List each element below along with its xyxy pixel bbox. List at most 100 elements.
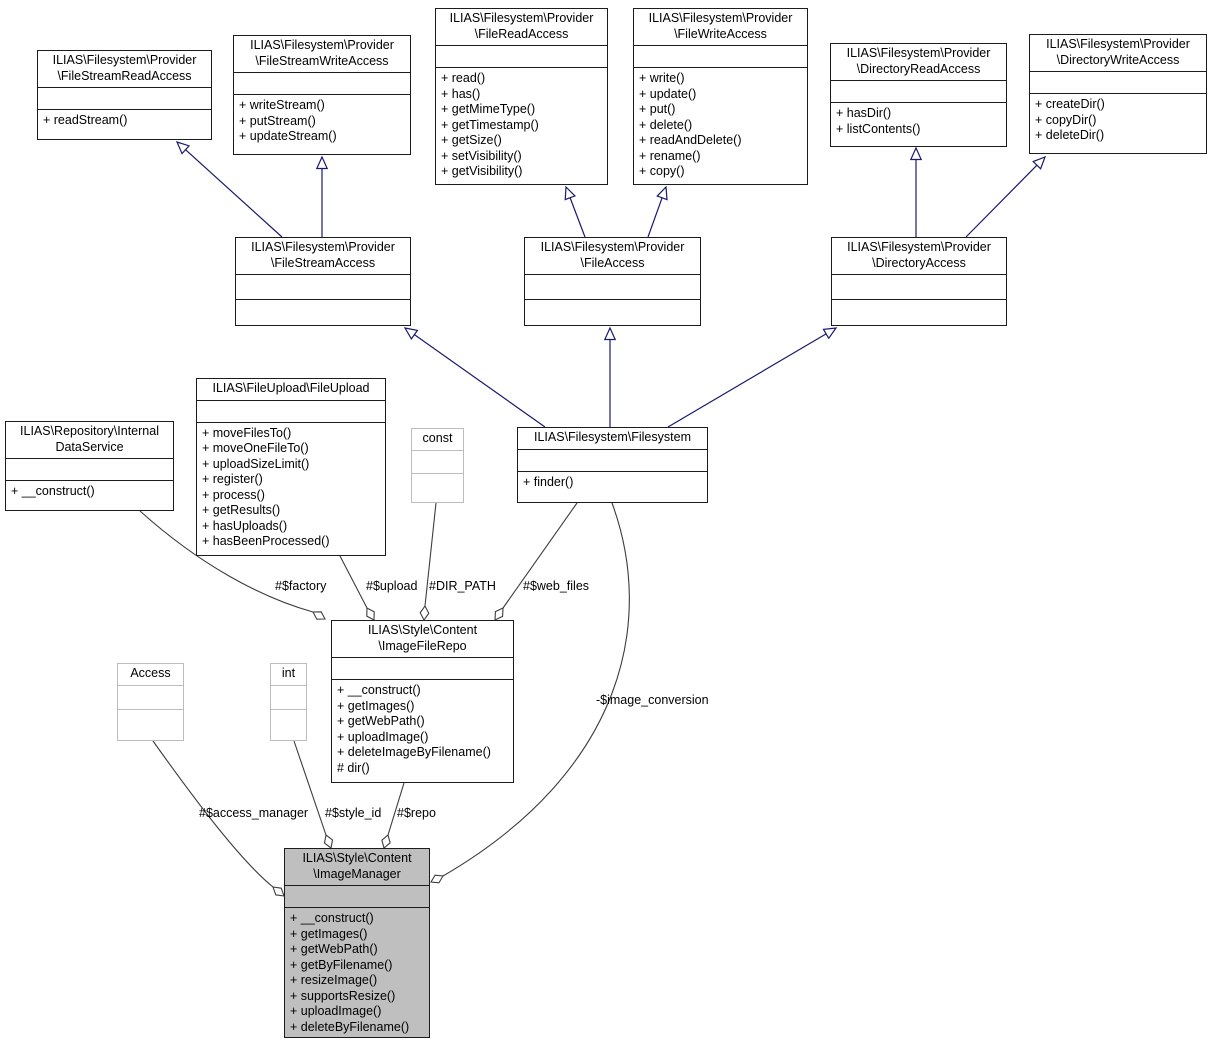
- class-title-line: Access: [130, 666, 171, 680]
- class-method: + getMimeType(): [441, 102, 536, 116]
- class-title-line: \FileStreamWriteAccess: [255, 53, 389, 68]
- class-method: + listContents(): [836, 121, 921, 136]
- class-methods: + hasDir()+ listContents(): [831, 102, 1006, 146]
- class-methods: + moveFilesTo()+ moveOneFileTo()+ upload…: [197, 421, 385, 556]
- class-methods: + writeStream()+ putStream()+ updateStre…: [234, 94, 410, 154]
- class-methods: + __construct()+ getImages()+ getWebPath…: [332, 679, 513, 782]
- class-attributes: [634, 45, 807, 67]
- edge-label-access-manager: #$access_manager: [199, 806, 309, 820]
- class-attributes: [525, 274, 700, 299]
- class-methods: + finder(): [518, 470, 707, 503]
- class-attributes: [118, 684, 183, 710]
- class-title-line: \DirectoryReadAccess: [856, 61, 981, 76]
- class-int: int: [270, 663, 307, 741]
- class-directory-read-access[interactable]: ILIAS\Filesystem\Provider\DirectoryReadA…: [830, 43, 1007, 147]
- class-methods: [236, 299, 410, 325]
- class-file-upload[interactable]: ILIAS\FileUpload\FileUpload + moveFilesT…: [196, 378, 386, 556]
- class-directory-access[interactable]: ILIAS\Filesystem\Provider\DirectoryAcces…: [831, 237, 1007, 326]
- class-file-write-access[interactable]: ILIAS\Filesystem\Provider\FileWriteAcces…: [633, 8, 808, 185]
- class-file-stream-access[interactable]: ILIAS\Filesystem\Provider\FileStreamAcce…: [235, 237, 411, 326]
- class-title: ILIAS\FileUpload\FileUpload: [197, 379, 385, 400]
- class-attributes: [412, 449, 463, 473]
- class-attributes: [234, 72, 410, 94]
- class-title-line: ILIAS\Style\Content: [302, 851, 412, 865]
- class-title: ILIAS\Filesystem\Provider\DirectoryAcces…: [832, 238, 1006, 274]
- class-method: + readStream(): [43, 113, 128, 127]
- class-directory-write-access[interactable]: ILIAS\Filesystem\Provider\DirectoryWrite…: [1029, 34, 1207, 154]
- class-file-read-access[interactable]: ILIAS\Filesystem\Provider\FileReadAccess…: [435, 8, 608, 185]
- edge-label-dir-path: #DIR_PATH: [429, 579, 496, 593]
- class-method: + getWebPath(): [337, 714, 425, 728]
- class-title-line: ILIAS\Filesystem\Provider: [648, 11, 793, 25]
- class-title-line: \FileReadAccess: [474, 26, 569, 41]
- class-method: + getSize(): [441, 133, 502, 147]
- class-title: int: [271, 664, 306, 685]
- class-method: + getImages(): [290, 926, 368, 941]
- class-methods: + read()+ has()+ getMimeType()+ getTimes…: [436, 67, 607, 184]
- class-title-line: \DirectoryWriteAccess: [1056, 52, 1180, 67]
- class-title-line: \FileWriteAccess: [674, 26, 767, 41]
- class-file-access[interactable]: ILIAS\Filesystem\Provider\FileAccess: [524, 237, 701, 326]
- class-file-stream-read-access[interactable]: ILIAS\Filesystem\Provider\FileStreamRead…: [37, 50, 212, 140]
- class-title-line: \FileAccess: [580, 255, 645, 270]
- class-file-stream-write-access[interactable]: ILIAS\Filesystem\Provider\FileStreamWrit…: [233, 35, 411, 155]
- class-attributes: [436, 45, 607, 67]
- class-method: + rename(): [639, 148, 701, 163]
- class-method: + updateStream(): [239, 129, 337, 143]
- class-title-line: ILIAS\Filesystem\Filesystem: [534, 430, 691, 444]
- class-method: + finder(): [523, 474, 574, 489]
- class-method: # dir(): [337, 760, 370, 775]
- class-title-line: ILIAS\Filesystem\Provider: [847, 240, 991, 254]
- class-method: + put(): [639, 102, 676, 116]
- class-method: + deleteByFilename(): [290, 1019, 410, 1034]
- class-title-line: ILIAS\Filesystem\Provider: [250, 38, 394, 52]
- class-access: Access: [117, 663, 184, 741]
- edge-label-factory: #$factory: [275, 579, 327, 593]
- class-title-line: ILIAS\Filesystem\Provider: [52, 53, 197, 67]
- class-title-line: const: [422, 431, 453, 445]
- class-method: + getByFilename(): [290, 957, 393, 972]
- class-title: ILIAS\Filesystem\Provider\DirectoryWrite…: [1030, 35, 1206, 71]
- class-title: ILIAS\Filesystem\Provider\FileStreamWrit…: [234, 36, 410, 72]
- class-attributes: [6, 458, 173, 480]
- class-title: const: [412, 429, 463, 450]
- class-title-line: ILIAS\Filesystem\Provider: [846, 46, 991, 60]
- class-title-line: \ImageManager: [313, 866, 401, 881]
- class-method: + writeStream(): [239, 98, 325, 112]
- class-attributes: [236, 274, 410, 299]
- class-filesystem[interactable]: ILIAS\Filesystem\Filesystem + finder(): [517, 427, 708, 503]
- class-title-line: ILIAS\Filesystem\Provider: [449, 11, 594, 25]
- class-title-line: \FileStreamReadAccess: [57, 68, 192, 83]
- class-method: + uploadSizeLimit(): [202, 456, 310, 471]
- class-method: + hasDir(): [836, 106, 892, 120]
- class-method: + uploadImage(): [290, 1004, 382, 1018]
- class-method: + hasBeenProcessed(): [202, 534, 330, 548]
- class-method: + read(): [441, 71, 486, 85]
- class-methods: [118, 709, 183, 740]
- class-methods: + readStream(): [38, 109, 211, 139]
- class-method: + write(): [639, 71, 685, 85]
- class-method: + getResults(): [202, 503, 281, 517]
- class-method: + setVisibility(): [441, 148, 522, 163]
- class-title-line: ILIAS\FileUpload\FileUpload: [212, 381, 370, 395]
- class-image-file-repo[interactable]: ILIAS\Style\Content\ImageFileRepo + __co…: [331, 620, 514, 783]
- class-attributes: [285, 885, 429, 907]
- class-title-line: \ImageFileRepo: [378, 638, 467, 653]
- class-title: ILIAS\Filesystem\Provider\FileReadAccess: [436, 9, 607, 45]
- class-methods: + write()+ update()+ put()+ delete()+ re…: [634, 67, 807, 184]
- class-title-line: \FileStreamAccess: [270, 255, 376, 270]
- edge-label-repo: #$repo: [397, 806, 436, 820]
- class-title: Access: [118, 664, 183, 685]
- edge-label-upload: #$upload: [366, 579, 418, 593]
- class-method: + readAndDelete(): [639, 133, 742, 147]
- class-method: + register(): [202, 472, 263, 486]
- class-method: + deleteDir(): [1035, 128, 1105, 142]
- class-title-line: ILIAS\Filesystem\Provider: [251, 240, 395, 254]
- class-methods: [525, 299, 700, 325]
- class-title: ILIAS\Filesystem\Provider\FileStreamAcce…: [236, 238, 410, 274]
- class-method: + createDir(): [1035, 97, 1105, 111]
- class-method: + getTimestamp(): [441, 117, 539, 132]
